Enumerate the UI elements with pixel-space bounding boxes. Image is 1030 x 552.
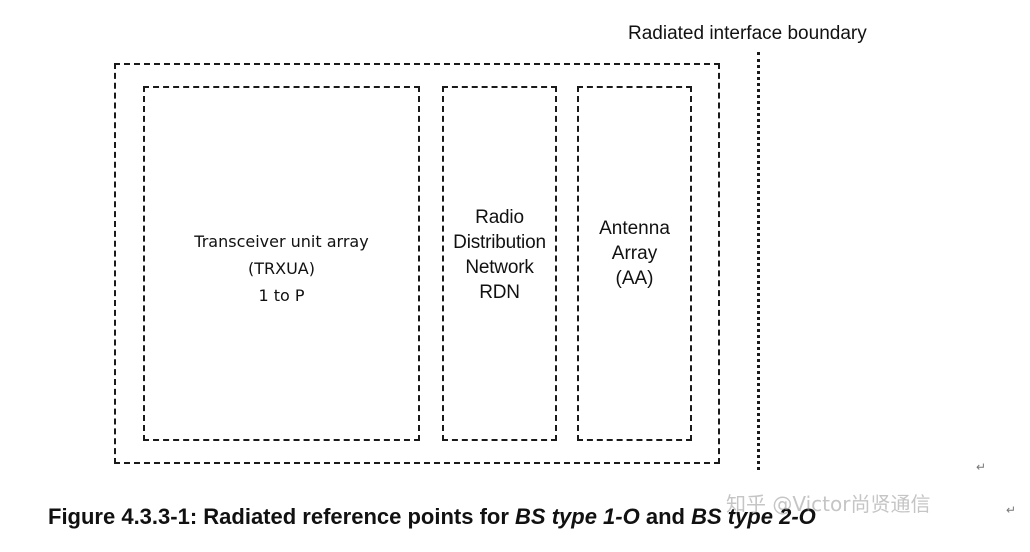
rdn-label-line: Network xyxy=(465,257,534,278)
bs-outer-boundary-box xyxy=(114,63,720,464)
aa-label-line: Antenna xyxy=(599,218,670,239)
rdn-label: Radio Distribution Network RDN xyxy=(444,205,555,305)
paragraph-mark: ↵ xyxy=(1006,503,1017,517)
radio-distribution-network-box: Radio Distribution Network RDN xyxy=(442,86,557,441)
watermark: 知乎 @Victor尚贤通信 xyxy=(726,492,931,516)
caption-joiner: and xyxy=(639,504,692,529)
aa-label-line: (AA) xyxy=(615,268,654,289)
trxua-label-line: (TRXUA) xyxy=(248,259,315,278)
caption-term-bs-type-1-o: BS type 1-O xyxy=(515,504,640,529)
radiated-interface-boundary-line xyxy=(757,52,760,470)
trxua-label: Transceiver unit array (TRXUA) 1 to P xyxy=(145,228,418,309)
rdn-label-line: Distribution xyxy=(453,232,546,253)
figure-caption: Figure 4.3.3-1: Radiated reference point… xyxy=(48,503,816,531)
rdn-label-line: Radio xyxy=(475,207,524,228)
transceiver-unit-array-box: Transceiver unit array (TRXUA) 1 to P xyxy=(143,86,420,441)
trxua-label-line: 1 to P xyxy=(258,286,305,305)
caption-prefix: Figure 4.3.3-1: Radiated reference point… xyxy=(48,504,516,529)
trxua-label-line: Transceiver unit array xyxy=(194,232,369,251)
antenna-array-box: Antenna Array (AA) xyxy=(577,86,692,441)
caption-term-bs-type-2-o: BS type 2-O xyxy=(691,504,816,529)
rdn-label-line: RDN xyxy=(479,282,520,303)
aa-label-line: Array xyxy=(611,243,658,264)
radiated-interface-boundary-label: Radiated interface boundary xyxy=(628,23,867,44)
paragraph-mark: ↵ xyxy=(976,460,987,474)
aa-label: Antenna Array (AA) xyxy=(579,216,690,291)
